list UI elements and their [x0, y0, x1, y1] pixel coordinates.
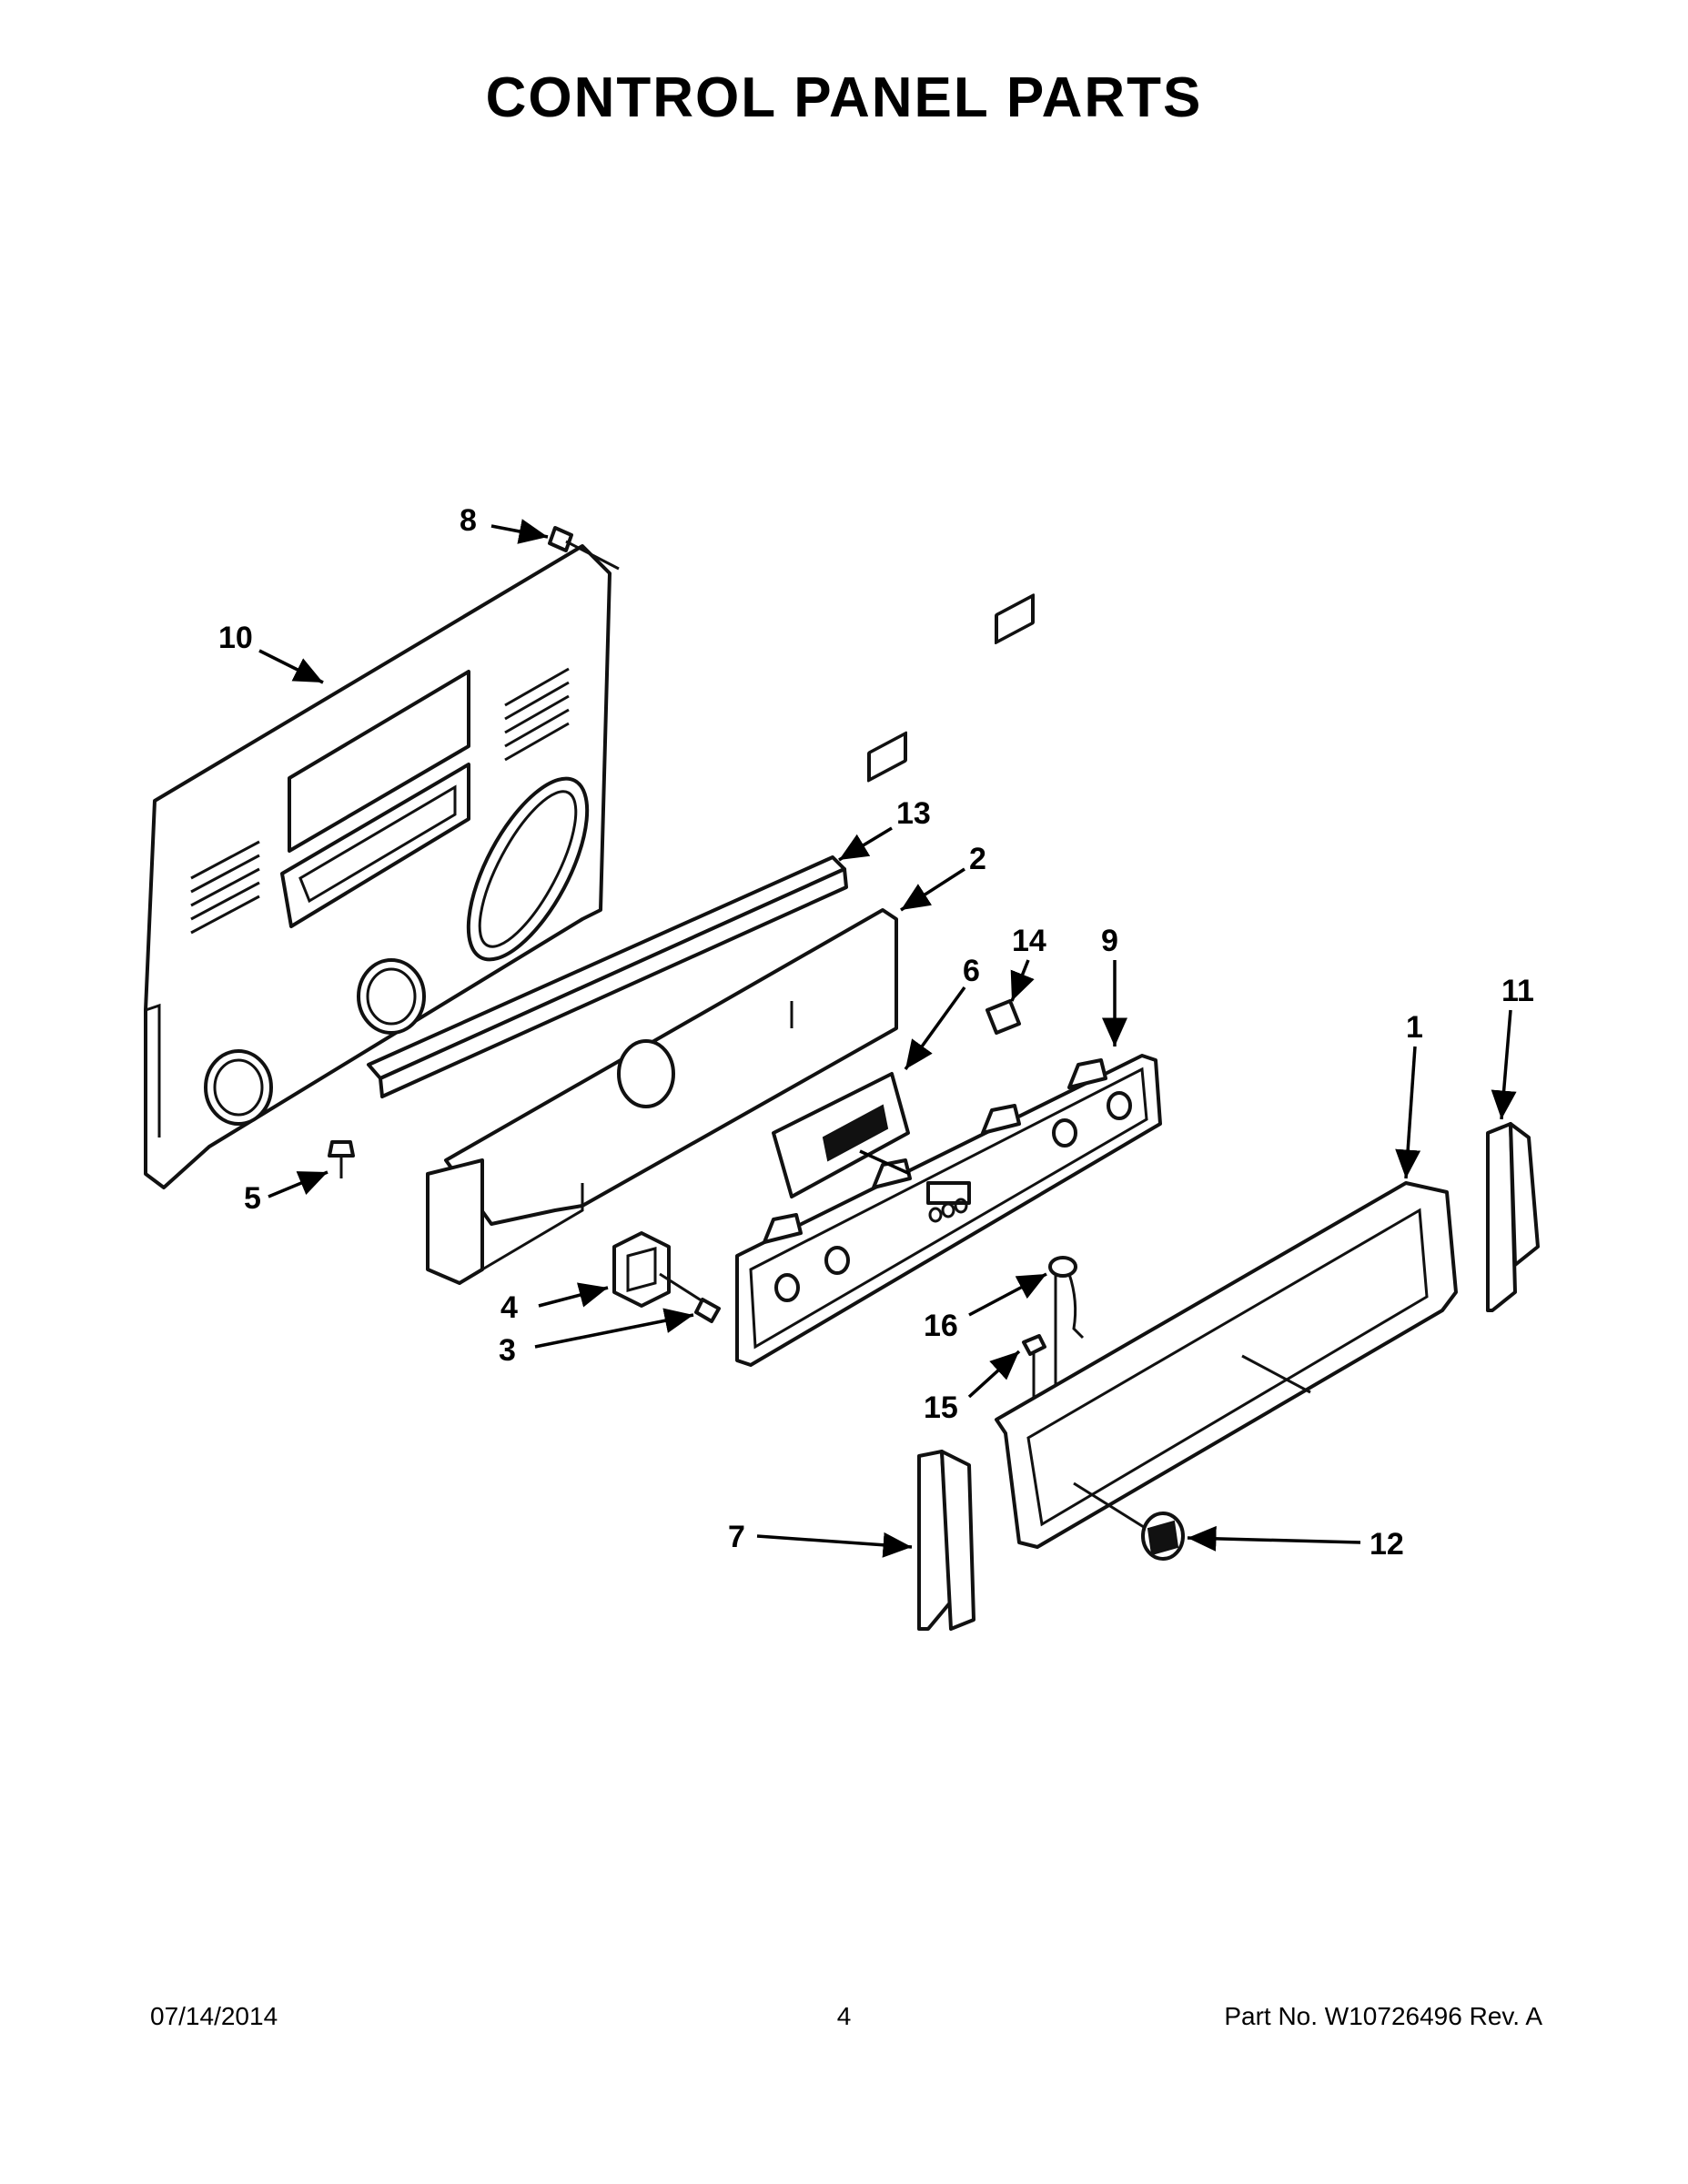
- callout-12: 12: [1370, 1527, 1404, 1562]
- screw-part-5: [328, 1140, 355, 1178]
- knob: [1141, 1512, 1185, 1561]
- callout-9: 9: [1101, 924, 1118, 958]
- footer-page-number: 4: [836, 2002, 852, 2030]
- leader-12: [1187, 1525, 1361, 1552]
- leader-1: [1395, 1046, 1421, 1179]
- leader-5: [268, 1170, 329, 1198]
- callout-6: 6: [963, 954, 980, 988]
- plunger: [1022, 1334, 1046, 1406]
- leader-11: [1491, 1009, 1517, 1120]
- callout-13: 13: [896, 796, 931, 831]
- callout-1: 1: [1406, 1010, 1423, 1045]
- callout-16: 16: [924, 1309, 958, 1343]
- leader-15: [967, 1350, 1021, 1399]
- console-bracket: [426, 908, 898, 1285]
- leader-10: [258, 649, 324, 684]
- leader-13: [838, 826, 893, 862]
- trim-frame: [995, 1181, 1458, 1549]
- switch-block: [612, 1231, 671, 1308]
- callout-10: 10: [218, 621, 253, 655]
- leader-4: [538, 1282, 609, 1308]
- leader-6: [904, 986, 966, 1071]
- button-pad-right: [995, 593, 1035, 645]
- callout-11: 11: [1501, 974, 1534, 1008]
- leader-14: [1010, 959, 1035, 1002]
- screw-part-8: [548, 526, 620, 571]
- vent-slots-right: [504, 667, 570, 762]
- callout-14: 14: [1012, 924, 1046, 958]
- callout-15: 15: [924, 1390, 958, 1425]
- right-end-bracket: [1486, 1122, 1540, 1312]
- screw-part-3: [659, 1272, 721, 1323]
- control-board: [772, 1072, 911, 1198]
- rear-panel: [144, 544, 612, 1189]
- callout-5: 5: [244, 1181, 261, 1216]
- leader-8: [490, 519, 549, 544]
- callout-8: 8: [460, 503, 477, 538]
- callout-3: 3: [499, 1333, 516, 1368]
- control-panel: [735, 593, 1162, 1367]
- leader-7: [756, 1532, 913, 1558]
- leader-2: [900, 867, 965, 912]
- leader-16: [968, 1272, 1047, 1317]
- callout-7: 7: [728, 1520, 745, 1554]
- leader-3: [534, 1308, 694, 1349]
- vent-slots-left: [190, 840, 260, 935]
- footer-part-number: Part No. W10726496 Rev. A: [1224, 2002, 1542, 2030]
- callout-4: 4: [500, 1290, 518, 1325]
- clip: [986, 999, 1021, 1035]
- page-title: CONTROL PANEL PARTS: [485, 66, 1203, 129]
- mounting-rail: [367, 855, 848, 1098]
- button-pad-left: [867, 731, 907, 783]
- footer-date: 07/14/2014: [150, 2002, 278, 2030]
- left-end-bracket: [917, 1450, 975, 1631]
- callout-2: 2: [969, 842, 986, 876]
